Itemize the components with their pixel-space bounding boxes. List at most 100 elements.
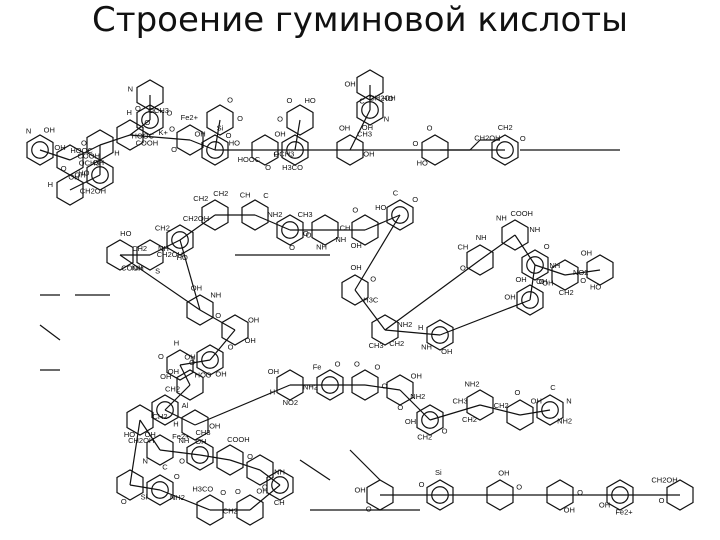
ring-11 [251, 134, 279, 166]
ring-54 [186, 439, 214, 471]
atom-label: CH2OH [128, 436, 154, 445]
atom-label: CH2OH [183, 214, 209, 223]
atom-label: OH [54, 143, 65, 152]
atom-label: Fe2+ [172, 432, 190, 441]
atom-label: Fe [313, 363, 322, 372]
atom-label: H [270, 388, 275, 397]
bond-line [69, 174, 101, 191]
atom-label: O [265, 163, 271, 172]
atom-label: OH [363, 150, 374, 159]
atom-label: OH [168, 367, 179, 376]
ring-35 [586, 254, 614, 286]
ring-14 [336, 134, 364, 166]
atom-label: CH2OH [369, 94, 395, 103]
bond-line [194, 384, 291, 426]
atom-label: N [26, 127, 31, 136]
ring-50 [506, 399, 534, 431]
atom-label: O [354, 360, 360, 369]
ring-20 [136, 239, 164, 271]
bond-line [364, 214, 401, 231]
atom-label: CH3 [357, 129, 372, 138]
bond-line [199, 454, 231, 461]
ring-29 [371, 314, 399, 346]
ring-30 [426, 319, 454, 351]
atom-label: C [162, 462, 168, 471]
bond-line [519, 409, 551, 416]
ring-23 [241, 199, 269, 231]
ring-48 [416, 404, 444, 436]
aromatic-circle [31, 141, 49, 159]
ring-39 [196, 344, 224, 376]
atom-label: O [158, 352, 164, 361]
bond-line [214, 119, 221, 151]
slide-title: Строение гуминовой кислоты [92, 0, 628, 40]
aromatic-circle [391, 206, 409, 224]
atom-label: CH2 [165, 385, 180, 394]
atom-label: HO [78, 169, 89, 178]
aromatic-circle [151, 481, 169, 499]
atom-label: NH2 [303, 382, 318, 391]
atom-label: OH [209, 422, 220, 431]
atom-label: O [189, 358, 195, 367]
atom-label: NH [274, 468, 285, 477]
atom-label: OH [145, 430, 156, 439]
atom-label: O [277, 115, 283, 124]
atom-label: OH [256, 487, 267, 496]
atom-label: O [460, 263, 466, 272]
atom-label: HO [382, 94, 393, 103]
atom-label: NO2 [573, 268, 588, 277]
bond-line [254, 214, 291, 231]
ring-49 [466, 389, 494, 421]
atom-label: O [247, 452, 253, 461]
atom-label: COOH [227, 435, 250, 444]
atom-label: O [539, 277, 545, 286]
atom-label: CH2 [559, 288, 574, 297]
bond-line [129, 119, 151, 136]
aromatic-circle [541, 401, 559, 419]
atom-label: O [514, 388, 520, 397]
atom-label: OH [536, 277, 547, 286]
ring-60 [146, 474, 174, 506]
atom-label: C [393, 189, 399, 198]
atom-label: NH [316, 243, 327, 252]
atom-label: OH [44, 125, 55, 134]
aromatic-circle [526, 256, 544, 274]
ring-0 [26, 134, 54, 166]
atom-label: HO [417, 158, 428, 167]
atom-label: OH [248, 316, 259, 325]
atom-label: N [566, 397, 571, 406]
atom-label: H3C [363, 295, 379, 304]
bond-line [364, 384, 401, 391]
atom-label: H [174, 338, 179, 347]
atom-label: CH3 [298, 210, 313, 219]
ring-6 [136, 104, 164, 136]
atom-label: Si [217, 124, 224, 133]
bond-line [354, 289, 386, 331]
ring-31 [466, 244, 494, 276]
atom-label: NH [335, 235, 346, 244]
atom-label: O [286, 96, 292, 105]
bond-line [384, 259, 481, 331]
atom-label: C [359, 96, 365, 105]
aromatic-circle [171, 231, 189, 249]
bond-line [129, 134, 191, 141]
bond-line [349, 449, 381, 481]
atom-label: HO [195, 371, 206, 380]
atom-label: O [370, 275, 376, 284]
atom-label: COOH [510, 209, 533, 218]
ring-21 [166, 224, 194, 256]
ring-41 [176, 369, 204, 401]
atom-label: OCH3 [79, 159, 100, 168]
atom-label: H [173, 420, 178, 429]
atom-label: CH2OH [80, 187, 106, 196]
aromatic-circle [191, 446, 209, 464]
bond-line [399, 389, 431, 421]
ring-27 [386, 199, 414, 231]
atom-label: S [155, 267, 160, 276]
atom-label: NH [496, 213, 507, 222]
bond-line [39, 149, 71, 161]
ring-3 [86, 159, 114, 191]
ring-18 [491, 134, 519, 166]
bond-line [179, 239, 201, 311]
